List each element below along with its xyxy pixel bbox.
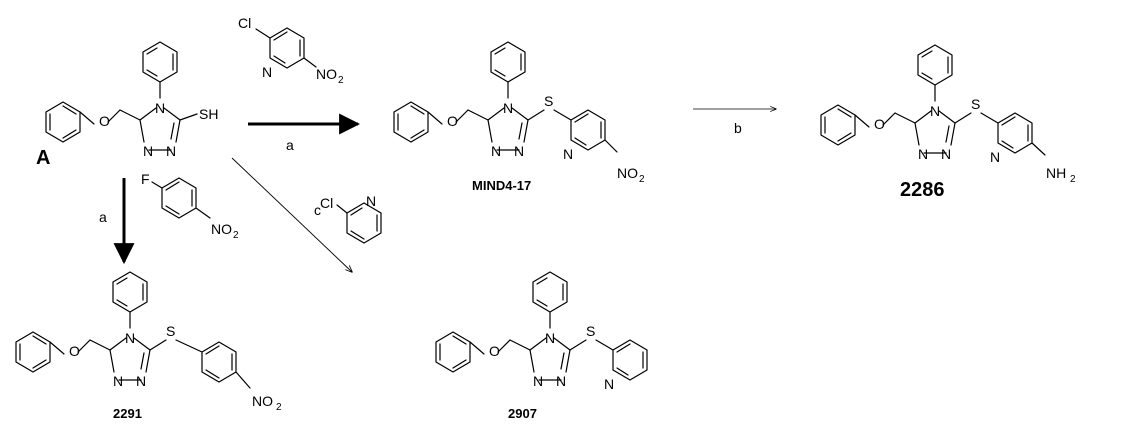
atom-n: N xyxy=(136,373,146,389)
atom-no2: NO xyxy=(252,393,273,409)
reagent-chloropyridine: Cl N xyxy=(320,193,382,244)
atom-no2: NO xyxy=(316,66,337,82)
atom-n: N xyxy=(604,376,614,392)
subscript-2: 2 xyxy=(233,230,239,241)
atom-n4: N xyxy=(155,100,165,116)
subscript-2: 2 xyxy=(639,174,645,185)
atom-n4: N xyxy=(125,330,135,346)
atom-o: O xyxy=(447,113,458,129)
atom-n: N xyxy=(556,373,566,389)
compound-mind4-17: N O N N S N NO 2 MIND4-17 xyxy=(393,41,645,193)
reaction-arrow-b: b xyxy=(693,109,776,136)
compound-a: N O N N SH A xyxy=(36,41,218,169)
atom-n: N xyxy=(166,143,176,159)
compound-2286: N O N N S N NH 2 2286 xyxy=(820,44,1076,201)
atom-s: S xyxy=(586,323,595,339)
reaction-arrow-c: c xyxy=(231,157,352,272)
compound-label-2291: 2291 xyxy=(113,406,142,421)
atom-cl: Cl xyxy=(238,15,251,31)
compound-label-2907: 2907 xyxy=(508,406,537,421)
atom-n: N xyxy=(563,146,573,162)
atom-s: S xyxy=(971,96,980,112)
reagent-fluoronitrobenzene: F NO 2 xyxy=(141,171,239,241)
atom-n: N xyxy=(533,373,543,389)
atom-o: O xyxy=(69,343,80,359)
condition-c: c xyxy=(314,202,321,218)
atom-o: O xyxy=(489,343,500,359)
subscript-2: 2 xyxy=(1070,174,1076,185)
atom-n: N xyxy=(491,143,501,159)
atom-s: S xyxy=(166,323,175,339)
atom-o: O xyxy=(99,113,110,129)
atom-n: N xyxy=(143,143,153,159)
atom-o: O xyxy=(874,116,885,132)
atom-sh: SH xyxy=(199,106,218,122)
atom-n: N xyxy=(918,146,928,162)
atom-n: N xyxy=(941,146,951,162)
reagent-chloronitropyridine: Cl N NO 2 xyxy=(238,15,344,86)
atom-n4: N xyxy=(930,103,940,119)
compound-label-mind4-17: MIND4-17 xyxy=(472,178,531,193)
atom-n4: N xyxy=(545,330,555,346)
reaction-arrow-a-down: a xyxy=(99,178,135,265)
atom-n4: N xyxy=(503,100,513,116)
atom-no2: NO xyxy=(211,221,232,237)
atom-s: S xyxy=(544,93,553,109)
atom-n: N xyxy=(262,64,272,80)
compound-label-a: A xyxy=(36,147,50,169)
condition-a-top: a xyxy=(286,137,294,153)
condition-a-down: a xyxy=(99,209,107,225)
atom-n: N xyxy=(514,143,524,159)
atom-n: N xyxy=(990,149,1000,165)
compound-2907: N O N N S N 2907 xyxy=(435,271,648,421)
subscript-2: 2 xyxy=(276,402,282,413)
condition-b: b xyxy=(734,120,742,136)
atom-no2: NO xyxy=(617,165,638,181)
atom-f: F xyxy=(141,171,150,187)
compound-label-2286: 2286 xyxy=(900,179,945,201)
atom-nh2: NH xyxy=(1046,165,1066,181)
atom-n: N xyxy=(366,193,376,209)
compound-2291: N O N N S NO 2 2291 xyxy=(15,271,282,421)
subscript-2: 2 xyxy=(338,75,344,86)
atom-cl: Cl xyxy=(320,195,333,211)
reaction-arrow-a-top: a xyxy=(248,113,361,153)
atom-n: N xyxy=(113,373,123,389)
